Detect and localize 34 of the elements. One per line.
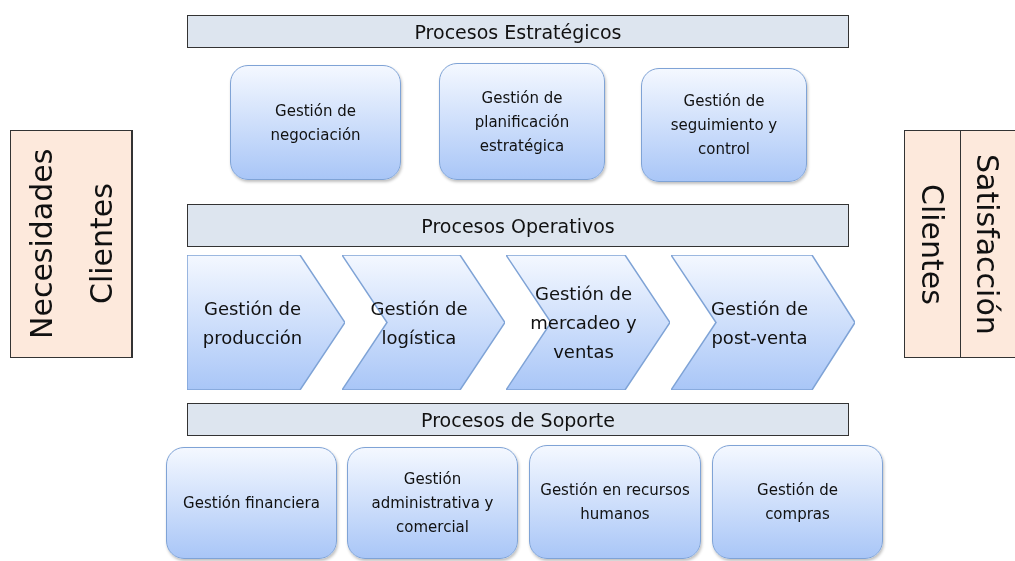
vertical-label: Satisfacción bbox=[959, 131, 1015, 357]
process-label: Gestión en recursos humanos bbox=[540, 480, 690, 525]
process-box bbox=[166, 447, 337, 559]
process-label: Gestión financiera bbox=[183, 493, 320, 514]
section-header-band bbox=[187, 204, 849, 247]
vertical-label: Clientes bbox=[71, 131, 132, 357]
section-header-band bbox=[187, 403, 849, 436]
process-step-shape bbox=[671, 255, 855, 390]
process-label: Gestión de post-venta bbox=[709, 296, 810, 350]
section-header-band bbox=[187, 15, 849, 48]
section-title: Procesos Operativos bbox=[421, 214, 615, 237]
section-title: Procesos de Soporte bbox=[421, 408, 615, 431]
process-box bbox=[439, 63, 605, 180]
vertical-label: Clientes bbox=[913, 182, 951, 307]
section-title: Procesos Estratégicos bbox=[414, 20, 622, 43]
side-panel bbox=[904, 130, 1015, 358]
process-label: Gestión administrativa y comercial bbox=[370, 469, 495, 538]
process-label: Gestión de producción bbox=[201, 296, 304, 350]
process-label: Gestión de planificación estratégica bbox=[473, 87, 571, 157]
process-box bbox=[230, 65, 401, 180]
vertical-label: Necesidades bbox=[22, 147, 60, 342]
process-label: Gestión de compras bbox=[756, 480, 839, 525]
process-step-shape bbox=[342, 255, 505, 390]
process-step-shape bbox=[187, 255, 345, 390]
process-box bbox=[347, 447, 518, 559]
process-label: Gestión de seguimiento y control bbox=[669, 91, 779, 160]
process-label: Gestión de mercadeo y ventas bbox=[529, 282, 638, 364]
process-box bbox=[641, 68, 807, 182]
process-box bbox=[529, 445, 701, 559]
process-label: Gestión de logística bbox=[369, 296, 469, 350]
process-label: Gestión de negociación bbox=[269, 100, 362, 146]
side-panel bbox=[10, 130, 133, 358]
process-step-shape bbox=[506, 255, 670, 390]
process-box bbox=[712, 445, 883, 559]
